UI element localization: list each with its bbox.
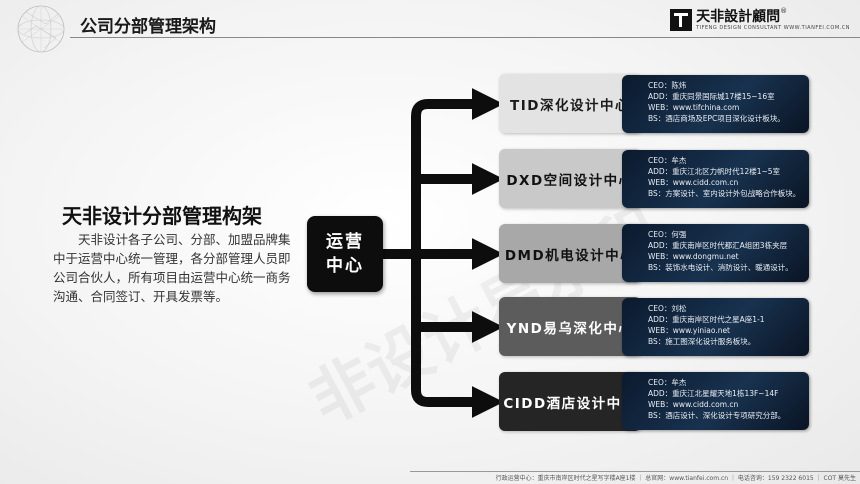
- ceo-text: CEO：何强: [648, 230, 687, 239]
- ceo-text: CEO：刘松: [648, 304, 687, 313]
- division-box-tid: TID深化设计中心: [499, 74, 641, 133]
- division-box-dxd: DXD空间设计中心: [499, 149, 641, 208]
- division-name: CIDD酒店设计中心: [503, 395, 637, 412]
- info-card-cidd: CEO：牟杰 ADD：重庆江北星耀天地1栋13F~14F WEB：www.cid…: [622, 372, 809, 430]
- brand-subtitle: TIFENG DESIGN CONSULTANT WWW.TIANFEI.COM…: [696, 25, 850, 31]
- brand-logo: 天非設計顧問® TIFENG DESIGN CONSULTANT WWW.TIA…: [670, 8, 850, 31]
- business-text: BS：施工图深化设计服务板块。: [648, 337, 756, 346]
- business-text: BS：酒店商场及EPC项目深化设计板块。: [648, 114, 785, 123]
- division-name: DMD机电设计中心: [504, 247, 636, 264]
- ceo-text: CEO：牟杰: [648, 378, 687, 387]
- address-text: ADD：重庆南岸区时代之星A座1-1: [648, 315, 765, 324]
- globe-logo-icon: [17, 5, 65, 53]
- division-name: DXD空间设计中心: [506, 172, 634, 189]
- web-text: WEB：www.tifchina.com: [648, 103, 740, 112]
- address-text: ADD：重庆同景国际城17楼15~16室: [648, 92, 775, 101]
- hub-label-line2: 中心: [326, 256, 364, 276]
- division-box-cidd: CIDD酒店设计中心: [499, 372, 641, 431]
- footer-divider: [410, 471, 860, 472]
- main-title: 天非设计分部管理构架: [62, 204, 262, 228]
- business-text: BS：酒店设计、深化设计专项研究分部。: [648, 411, 786, 420]
- ceo-text: CEO：陈炜: [648, 81, 687, 90]
- operations-hub: 运营中心: [307, 216, 383, 292]
- business-text: BS：装饰水电设计、消防设计、暖通设计。: [648, 263, 793, 272]
- division-box-dmd: DMD机电设计中心: [499, 224, 641, 283]
- info-card-ynd: CEO：刘松 ADD：重庆南岸区时代之星A座1-1 WEB：www.yiniao…: [622, 298, 809, 356]
- hub-label-line1: 运营: [326, 232, 364, 252]
- info-card-dmd: CEO：何强 ADD：重庆南岸区时代都汇A组团3栋夹层 WEB：www.dong…: [622, 224, 809, 282]
- info-card-dxd: CEO：牟杰 ADD：重庆江北区力帆时代12楼1~5室 WEB：www.cidd…: [622, 150, 809, 208]
- web-text: WEB：www.cidd.com.cn: [648, 178, 739, 187]
- division-name: TID深化设计中心: [510, 97, 630, 114]
- page-title: 公司分部管理架构: [80, 17, 216, 37]
- web-text: WEB：www.dongmu.net: [648, 252, 739, 261]
- division-box-ynd: YND易乌深化中心: [499, 297, 641, 356]
- address-text: ADD：重庆江北区力帆时代12楼1~5室: [648, 167, 781, 176]
- brand-name: 天非設計顧問: [696, 9, 781, 25]
- web-text: WEB：www.cidd.com.cn: [648, 400, 739, 409]
- intro-description: 天非设计各子公司、分部、加盟品牌集中于运营中心统一管理，各分部管理人员即公司合伙…: [53, 232, 291, 304]
- web-text: WEB：www.yiniao.net: [648, 326, 731, 335]
- info-card-tid: CEO：陈炜 ADD：重庆同景国际城17楼15~16室 WEB：www.tifc…: [622, 75, 809, 133]
- ceo-text: CEO：牟杰: [648, 156, 687, 165]
- registered-mark: ®: [780, 7, 788, 15]
- brand-mark-icon: [670, 8, 693, 31]
- division-name: YND易乌深化中心: [506, 320, 634, 337]
- address-text: ADD：重庆江北星耀天地1栋13F~14F: [648, 389, 779, 398]
- business-text: BS：方案设计、室内设计外包战略合作板块。: [648, 189, 801, 198]
- address-text: ADD：重庆南岸区时代都汇A组团3栋夹层: [648, 241, 788, 250]
- footer-contact: 行政运营中心：重庆市南岸区时代之星写字楼A座1楼 ｜ 总官网：www.tianf…: [495, 475, 856, 482]
- title-divider: [70, 37, 860, 38]
